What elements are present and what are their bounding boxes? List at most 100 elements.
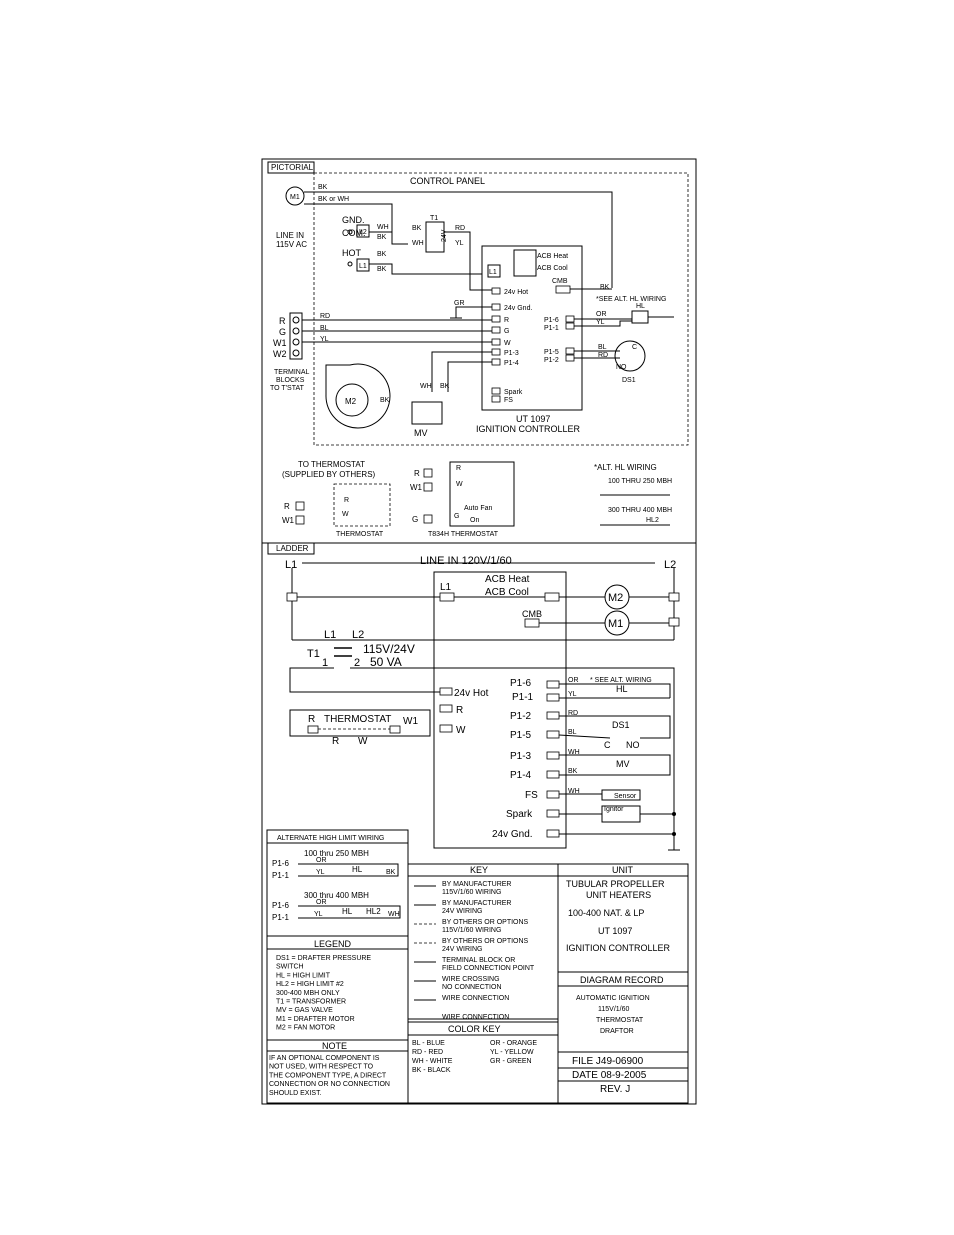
- wire-connection-dot-2: [672, 832, 676, 836]
- line-in-label: LINE IN: [276, 231, 304, 240]
- tb-label-1: TERMINAL: [274, 369, 310, 376]
- ladder-sensor-box: [601, 789, 641, 801]
- ladder-right-terminals: P1-6 P1-1 P1-2 P1-5 P1-3 P1-4 FS Spark 2…: [492, 678, 560, 840]
- ladder-l2-label: L2: [664, 559, 676, 571]
- ladder-ds1-label: DS1: [612, 720, 630, 730]
- ladder-or-label: OR: [568, 677, 579, 684]
- stat2-g-terminal: [423, 514, 433, 524]
- mv-label: MV: [414, 428, 428, 438]
- stat2-w1-terminal: [423, 482, 433, 492]
- alt-or-b: OR: [316, 899, 327, 906]
- terminal-g: [491, 326, 501, 334]
- thermostat-box: [333, 483, 391, 527]
- terminal-24v-gnd: [491, 303, 501, 311]
- legend-title: LEGEND: [314, 939, 352, 949]
- terminal-p1-2: [565, 354, 575, 362]
- ladder-m2-label: M2: [608, 592, 623, 604]
- ladder-p1-5-terminal: [546, 730, 560, 739]
- legend-item: SWITCH: [276, 964, 304, 971]
- terminal-spark-label: Spark: [504, 389, 523, 396]
- bl-label: BL: [598, 344, 607, 351]
- alt-p1-1-a: P1-1: [272, 871, 289, 880]
- gr-label: GR: [454, 300, 465, 307]
- ladder-r-terminal: [439, 704, 453, 713]
- alt-range-2: 300 thru 400 MBH: [304, 891, 369, 900]
- terminal-p1-5: [565, 347, 575, 355]
- terminal-24v-hot: [491, 287, 501, 295]
- ds1-switch-icon: [614, 340, 646, 372]
- wire-bk-or-wh-label: BK or WH: [318, 196, 349, 203]
- p1-5-label: P1-5: [544, 349, 559, 356]
- l2-rail-terminal: [668, 592, 680, 602]
- ladder-tstat-w-under: W: [358, 736, 368, 747]
- diagram-record-title: DIAGRAM RECORD: [580, 975, 664, 985]
- ladder-m1-label: M1: [608, 618, 623, 630]
- t1-transformer: [425, 221, 445, 253]
- terminal-g-label: G: [504, 328, 509, 335]
- ladder-spark-label: Spark: [506, 809, 533, 820]
- t1-rd-label: RD: [455, 225, 465, 232]
- or-label: OR: [596, 311, 607, 318]
- key-item-line1: BY MANUFACTURER: [442, 900, 512, 907]
- ladder-tstat-w1-label: W1: [403, 716, 418, 727]
- tb-g-label: G: [279, 327, 286, 337]
- stat2-g-label: G: [412, 515, 418, 524]
- alt-100-label: 100 THRU 250 MBH: [608, 478, 672, 485]
- p1-2-label: P1-2: [544, 357, 559, 364]
- color-key-entry: GR - GREEN: [490, 1058, 532, 1065]
- ladder-sensor-label: Sensor: [614, 793, 637, 800]
- terminal-p1-3: [491, 348, 501, 356]
- m2-label: M2: [345, 397, 357, 406]
- hl-label: HL: [636, 303, 645, 310]
- file-number: FILE J49-06900: [572, 1056, 644, 1067]
- color-key-entry: BK - BLACK: [412, 1067, 451, 1074]
- ladder-p1-6-terminal: [546, 680, 560, 689]
- ladder-p1-1-terminal: [546, 693, 560, 702]
- control-panel-outline: [313, 172, 689, 446]
- tb-w2-label: W2: [273, 349, 287, 359]
- tb-rd-label: RD: [320, 313, 330, 320]
- record-line: DRAFTOR: [600, 1028, 634, 1035]
- terminal-fs-label: FS: [504, 397, 513, 404]
- ladder-p1-2-terminal: [546, 711, 560, 720]
- screw-w2-icon: [292, 349, 300, 357]
- see-alt-label: *SEE ALT. HL WIRING: [596, 296, 666, 303]
- stat1-r-terminal: [295, 501, 305, 511]
- ladder-r-label: R: [456, 705, 463, 716]
- acb-cool-label: ACB Cool: [537, 265, 568, 272]
- t1-wh-label: WH: [412, 240, 424, 247]
- ladder-thermostat-box: [289, 709, 431, 737]
- key-item-line2: 115V/1/60 WIRING: [442, 927, 501, 934]
- file-panel: [557, 1051, 689, 1104]
- alt-p1-6-b: P1-6: [272, 901, 289, 910]
- tb-label-2: BLOCKS: [276, 377, 305, 384]
- wire-bk-label-3: BK: [377, 251, 387, 258]
- stat1-r-label: R: [284, 502, 290, 511]
- alt-bk-a: BK: [386, 869, 396, 876]
- acb-heat-label: ACB Heat: [537, 253, 568, 260]
- color-key-entry: YL - YELLOW: [490, 1049, 534, 1056]
- terminal-p1-4-label: P1-4: [504, 360, 519, 367]
- key-item-line1: BY MANUFACTURER: [442, 881, 512, 888]
- stat2-r-label: R: [414, 469, 420, 478]
- ladder-tr-1-label: 1: [322, 657, 328, 669]
- ladder-mv-wire: [559, 754, 671, 776]
- l1-terminal-label: L1: [489, 269, 497, 276]
- legend-item: MV = GAS VALVE: [276, 1007, 333, 1014]
- terminal-fs: [491, 395, 501, 403]
- ladder-tstat-r-label: R: [308, 714, 315, 725]
- terminal-p1-1: [565, 322, 575, 330]
- ladder-24v-hot-label: 24v Hot: [454, 688, 489, 699]
- alt-300-label: 300 THRU 400 MBH: [608, 507, 672, 514]
- diagram-record-list: AUTOMATIC IGNITION115V/1/60THERMOSTATDRA…: [576, 995, 650, 1035]
- l2-m1-terminal: [668, 617, 680, 627]
- ds1-no-label: NO: [616, 364, 627, 371]
- l1-terminal: [487, 264, 501, 278]
- revision: REV. J: [600, 1084, 630, 1095]
- diagram-frame: [261, 158, 697, 1105]
- ladder-tstat-w1-terminal: [389, 725, 401, 734]
- tb-r-label: R: [279, 316, 286, 326]
- ladder-tab: [267, 542, 315, 555]
